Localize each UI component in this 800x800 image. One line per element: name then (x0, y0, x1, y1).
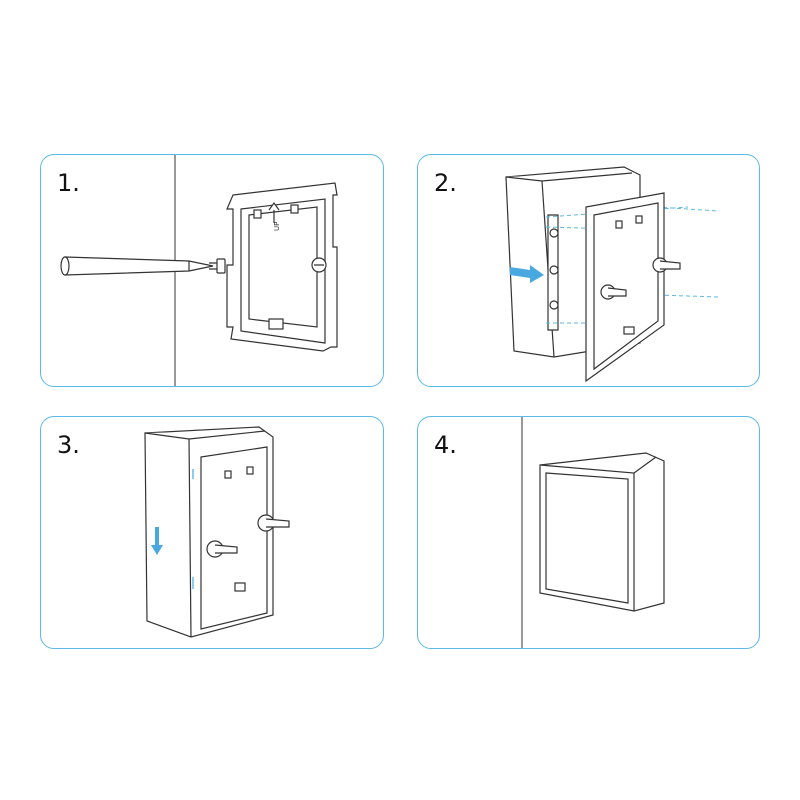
arrow-down-icon (151, 527, 163, 555)
step-number: 1. (57, 169, 80, 197)
step-3-panel: 3. (40, 416, 384, 649)
device-body (144, 426, 290, 638)
mounted-device (539, 452, 665, 612)
step-4-illustration (521, 417, 665, 648)
step-2-illustration (505, 166, 719, 383)
step-number: 3. (57, 431, 80, 459)
step-1-panel: 1. UP (40, 154, 384, 387)
step-4-panel: 4. (417, 416, 760, 649)
step-2-panel: 2. (417, 154, 760, 387)
step-1-illustration: UP (60, 155, 338, 386)
mounting-plate (585, 192, 681, 383)
screwdriver-icon (60, 256, 214, 276)
mounting-plate (226, 182, 338, 352)
arrow-right-icon (510, 265, 544, 283)
step-3-illustration (144, 426, 290, 638)
plate-up-label: UP (273, 222, 281, 231)
step-number: 2. (434, 169, 457, 197)
step-number: 4. (434, 431, 457, 459)
